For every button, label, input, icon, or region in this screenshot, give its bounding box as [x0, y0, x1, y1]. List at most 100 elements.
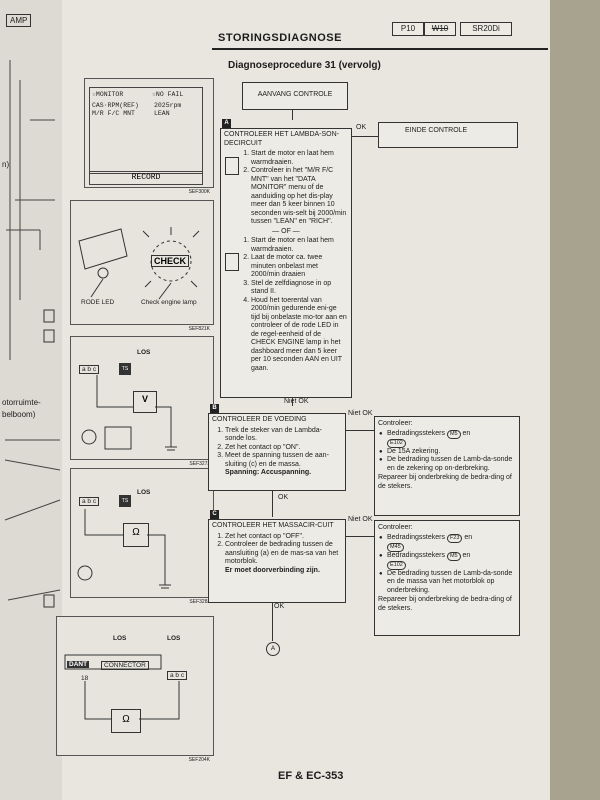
monitor-item: M/R F/C MNT	[92, 110, 135, 117]
step-a-badge: A	[222, 119, 231, 128]
remedy-repair: Repareer bij onderbreking de bedra-ding …	[378, 596, 512, 612]
left-page-lamp: AMP	[6, 14, 32, 27]
ecu-illustration	[78, 227, 200, 300]
remedy-text: en	[464, 533, 473, 541]
remedy-item: De bedrading tussen de Lamb-da-sonde en …	[379, 456, 516, 473]
step-b-item: Zet het contact op "ON".	[225, 444, 341, 453]
step-c-list: Zet het contact op "OFF". Controleer de …	[209, 533, 341, 567]
voltmeter-icon: V	[133, 391, 157, 413]
or-separator: — OF —	[272, 227, 300, 235]
step-b-list: Trek de steker van de Lambda-sonde los. …	[209, 427, 341, 470]
remedy-repair: Repareer bij onderbreking de bedra-ding …	[378, 474, 512, 490]
background-table	[540, 0, 600, 800]
remedy-item: Bedradingsstekers F23 en M45	[379, 533, 519, 552]
step-b-remedy-box: Controleer: Bedradingsstekers M5 en E102…	[374, 416, 520, 516]
step-a-item: Laat de motor ca. twee minuten onbelast …	[251, 254, 347, 280]
ok-label: OK	[278, 494, 289, 501]
step-a-item: Houd het toerental van 2000/min gedurend…	[251, 297, 347, 374]
figure-continuity-check: LOS a b c TS Ω SEF328J	[70, 468, 214, 605]
step-a-item: Start de motor en laat hem warmdraaien.	[251, 150, 347, 167]
step-b-result: Spanning: Accuspanning.	[225, 469, 312, 476]
figure-code: SEF204K	[188, 757, 210, 763]
los-label: LOS	[137, 489, 151, 496]
voltage-wiring	[81, 375, 177, 451]
monitor-screen: ☆MONITOR ☆NO FAIL CAS·RPM(REF) 2025rpm M…	[89, 87, 203, 174]
page-title: STORINGSDIAGNOSE	[218, 32, 342, 44]
step-b-title: CONTROLEER DE VOEDING	[212, 416, 307, 423]
step-b-badge: B	[210, 404, 219, 413]
ohmmeter-icon: Ω	[111, 709, 141, 733]
connector-line	[272, 603, 273, 641]
ts-icon: TS	[119, 495, 131, 507]
remedy-item: Bedradingsstekers M5 en E102	[379, 429, 519, 448]
connector-code: E102	[387, 438, 406, 448]
remedy-text: Bedradingsstekers	[387, 429, 445, 437]
left-page-fragment: n)	[2, 160, 10, 169]
engine-tag: SR20Di	[460, 22, 512, 36]
los-label: LOS	[137, 349, 151, 356]
check-engine-icon: CHECK	[151, 255, 190, 267]
remedy-text: Bedradingsstekers	[387, 551, 445, 559]
figure-code: SEF821K	[188, 326, 210, 332]
left-page-fragment: belboom)	[2, 410, 36, 419]
figure-code: SEF300K	[188, 189, 210, 195]
remedy-text: en	[462, 429, 471, 437]
figure-data-monitor: ☆MONITOR ☆NO FAIL CAS·RPM(REF) 2025rpm M…	[84, 78, 214, 195]
step-c-remedy-box: Controleer: Bedradingsstekers F23 en M45…	[374, 520, 520, 636]
step-a-list-alt: Start de motor en laat hem warmdraaien. …	[235, 237, 347, 373]
continuity-wiring	[77, 509, 171, 589]
model-tag: P10	[392, 22, 424, 36]
step-a-item: Start de motor en laat hem warmdraaien.	[251, 237, 347, 254]
connector-code: M45	[387, 542, 404, 552]
connector-line	[352, 136, 378, 137]
ecu-connector-label: DANT	[67, 661, 90, 668]
left-page: AMP n) otorruimte- belboom)	[0, 0, 64, 800]
remedy-text: en	[462, 551, 471, 559]
header-rule	[212, 48, 548, 50]
step-b-box: CONTROLEER DE VOEDING Trek de steker van…	[208, 413, 346, 491]
connector-line	[292, 110, 293, 120]
manual-page: STORINGSDIAGNOSE P10 W10 SR20Di Diagnose…	[56, 0, 550, 800]
led-label: RODE LED	[81, 299, 115, 306]
left-page-fragment: otorruimte-	[2, 398, 41, 407]
left-page-wiring	[4, 60, 61, 608]
model-tag: W10	[424, 22, 456, 36]
figure-code: SEF327J	[189, 461, 210, 467]
figure-check-engine: CHECK RODE LED Check engine lamp SEF821K	[70, 200, 214, 332]
step-c-item: Zet het contact op "OFF".	[225, 533, 341, 542]
connector-line	[346, 430, 374, 431]
step-c-title: CONTROLEER HET MASSACIR-CUIT	[212, 522, 334, 529]
connector-pins: a b c	[79, 497, 100, 506]
lamp-label: Check engine lamp	[141, 299, 197, 306]
monitor-value: 2025rpm	[154, 102, 182, 109]
figure-code: SEF328J	[189, 599, 210, 605]
step-b-item: Meet de spanning tussen de aan-sluiting …	[225, 452, 341, 469]
harness-wiring	[64, 654, 180, 720]
ok-label: OK	[274, 603, 285, 610]
connector-code: E102	[387, 560, 406, 570]
step-b-item: Trek de steker van de Lambda-sonde los.	[225, 427, 341, 444]
remedy-item: Bedradingsstekers M5 en E102	[379, 551, 519, 570]
step-a-item: Controleer in het "M/R F/C MNT" van het …	[251, 167, 347, 227]
end-box: EINDE CONTROLE	[378, 122, 518, 148]
or-label: OF	[281, 227, 291, 235]
step-a-list: Start de motor en laat hem warmdraaien. …	[235, 150, 347, 227]
remedy-title: Controleer:	[378, 524, 413, 531]
continuation-connector: A	[266, 642, 280, 656]
step-a-title: CONTROLEER HET LAMBDA-SON-DECIRCUIT	[224, 131, 339, 147]
figure-harness-check: LOS LOS DANT CONNECTOR 18 a b c Ω SEF204…	[56, 616, 214, 763]
end-label: EINDE CONTROLE	[405, 127, 468, 134]
figure-voltage-check: LOS a b c TS V SEF327J	[70, 336, 214, 467]
step-a-item: Stel de zelfdiagnose in op stand II.	[251, 280, 347, 297]
connector-code: M5	[446, 551, 461, 561]
remedy-title: Controleer:	[378, 420, 413, 427]
ok-label: OK	[356, 124, 367, 131]
not-ok-label: Niet OK	[284, 398, 309, 405]
los-label: LOS	[167, 635, 181, 642]
connector-line	[346, 536, 374, 537]
monitor-label: MONITOR	[95, 91, 124, 98]
connector-code: F23	[446, 533, 463, 543]
monitor-value: LEAN	[154, 110, 170, 117]
connector-pins: a b c	[167, 671, 188, 680]
no-consult-icon	[225, 253, 239, 271]
